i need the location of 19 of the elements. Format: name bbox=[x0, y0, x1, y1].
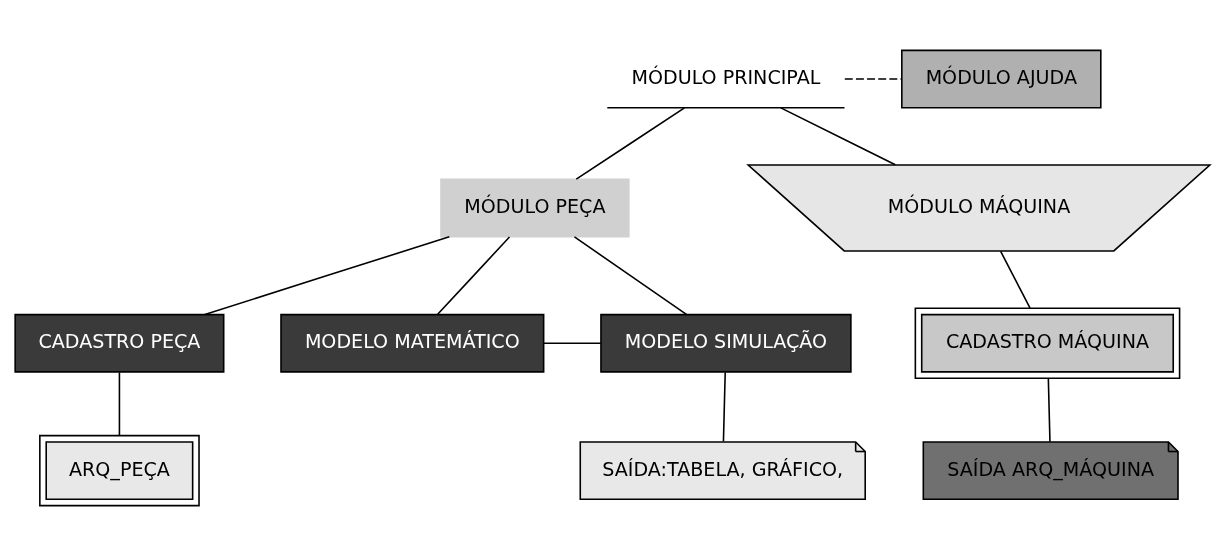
connector bbox=[204, 235, 451, 316]
connector bbox=[780, 107, 897, 166]
node-text: MÓDULO PRINCIPAL bbox=[631, 65, 821, 89]
connector bbox=[436, 236, 511, 316]
connector bbox=[118, 371, 121, 437]
connector bbox=[543, 342, 602, 345]
node-box: MÓDULO AJUDA bbox=[901, 49, 1102, 109]
node-box: MÓDULO PEÇA bbox=[440, 178, 630, 238]
connector bbox=[1047, 378, 1051, 443]
node-box: MODELO SIMULAÇÃO bbox=[600, 313, 852, 373]
connector bbox=[844, 78, 903, 80]
connector bbox=[573, 236, 688, 316]
node-box: CADASTRO MÁQUINA bbox=[914, 307, 1181, 380]
connector bbox=[999, 250, 1031, 309]
node-box: ARQ_PEÇA bbox=[39, 434, 200, 507]
connector bbox=[722, 371, 726, 443]
node-box: MODELO MATEMÁTICO bbox=[280, 313, 545, 373]
connector bbox=[575, 107, 686, 180]
node-box: CADASTRO PEÇA bbox=[14, 313, 225, 373]
